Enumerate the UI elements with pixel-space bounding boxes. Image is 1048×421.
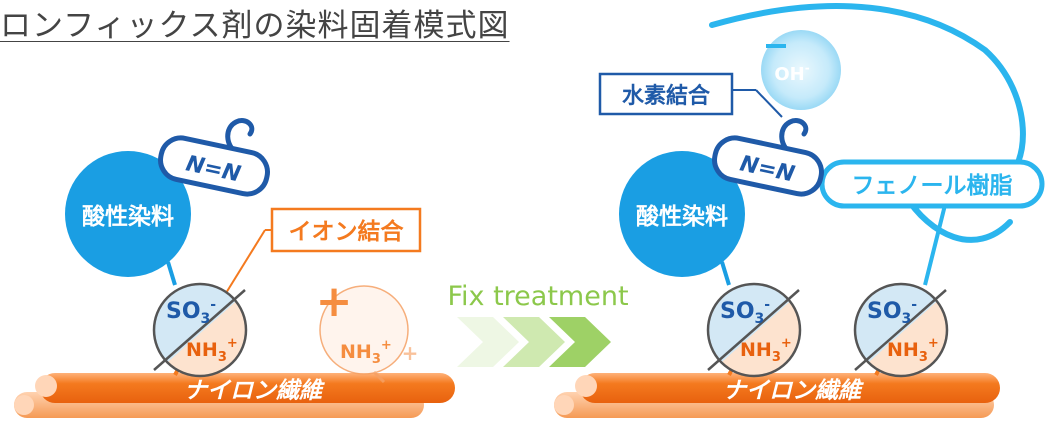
fix-treatment-arrow: Fix treatment bbox=[447, 281, 629, 367]
nylon-fiber-right: ナイロン繊維 bbox=[554, 373, 1000, 418]
azo-tag-left: N=N bbox=[158, 118, 270, 197]
ion-pair-left: SO3- NH3+ bbox=[152, 282, 248, 378]
phenolic-resin-label: フェノール樹脂 bbox=[852, 173, 1013, 199]
svg-text:NH3+: NH3+ bbox=[186, 336, 238, 365]
svg-text:NH3+: NH3+ bbox=[340, 338, 392, 367]
fix-treatment-label: Fix treatment bbox=[447, 281, 628, 312]
plus-icon: + bbox=[316, 276, 353, 327]
free-amine: + NH3+ + bbox=[316, 276, 419, 384]
nh3-label: NH bbox=[186, 339, 218, 361]
nylon-fiber-left: ナイロン繊維 bbox=[14, 373, 455, 418]
so3-label: SO bbox=[166, 299, 201, 324]
svg-text:OH-: OH- bbox=[774, 61, 809, 85]
hydrogen-bond-label: 水素結合 bbox=[622, 83, 711, 109]
acid-dye-left: 酸性染料 bbox=[65, 151, 191, 277]
svg-text:SO3-: SO3- bbox=[720, 297, 770, 327]
nylon-fiber-label-left: ナイロン繊維 bbox=[184, 378, 325, 404]
acid-dye-label-left: 酸性染料 bbox=[82, 203, 174, 230]
svg-text:SO3-: SO3- bbox=[867, 297, 917, 327]
ion-pair-right-2: SO3- NH3+ bbox=[853, 282, 949, 378]
svg-text:NH3+: NH3+ bbox=[740, 336, 792, 365]
acid-dye-label-right: 酸性染料 bbox=[636, 203, 728, 230]
svg-text:SO3-: SO3- bbox=[166, 297, 216, 327]
nylon-fiber-label-right: ナイロン繊維 bbox=[723, 378, 864, 404]
svg-text:NH3+: NH3+ bbox=[887, 336, 939, 365]
page-title: ロンフィックス剤の染料固着模式図 bbox=[0, 8, 510, 44]
stalk bbox=[166, 261, 177, 286]
oh-label: OH bbox=[774, 64, 804, 85]
ionic-bond-callout: イオン結合 bbox=[217, 207, 422, 307]
phenolic-resin-arc bbox=[709, 3, 1026, 183]
hydrogen-bond-callout: 水素結合 bbox=[598, 72, 783, 118]
phenolic-resin-tag: フェノール樹脂 bbox=[819, 159, 1045, 209]
nh3-label-free: NH bbox=[340, 341, 372, 363]
ionic-bond-label: イオン結合 bbox=[289, 218, 405, 245]
hydroxide-bubble: OH- bbox=[761, 30, 841, 110]
acid-dye-right: 酸性染料 bbox=[619, 151, 745, 277]
azo-tag-right: N=N bbox=[712, 118, 824, 197]
svg-text:+: + bbox=[402, 341, 419, 365]
ion-pair-right-1: SO3- NH3+ bbox=[706, 282, 802, 378]
